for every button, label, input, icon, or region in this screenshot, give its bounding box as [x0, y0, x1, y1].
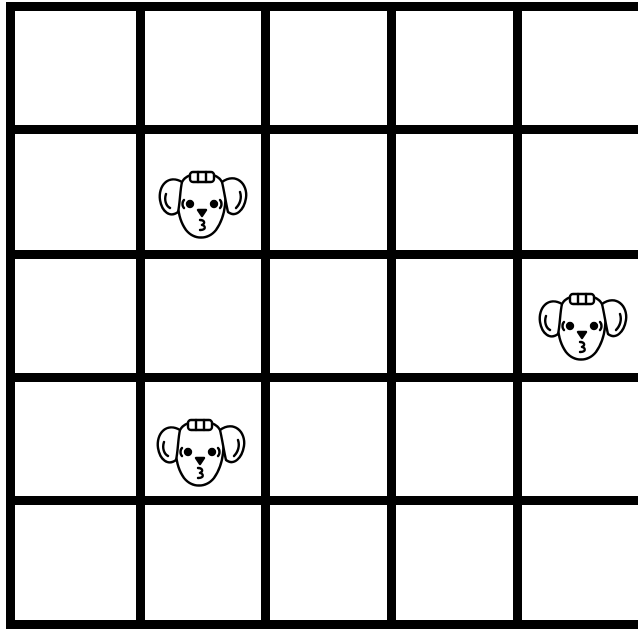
grid-line-h0	[6, 2, 638, 11]
grid-line-h1	[6, 125, 638, 134]
dog-face-icon[interactable]	[152, 408, 248, 496]
dog-face-icon[interactable]	[534, 282, 630, 370]
grid-line-v1	[136, 2, 145, 629]
grid-line-h3	[6, 373, 638, 382]
grid-line-h4	[6, 496, 638, 505]
grid-line-v0	[6, 2, 15, 629]
grid-line-h2	[6, 250, 638, 259]
grid-line-v4	[513, 2, 522, 629]
grid-line-h5	[6, 620, 638, 629]
dog-face-icon[interactable]	[154, 160, 250, 248]
grid-line-v3	[387, 2, 396, 629]
grid-line-v2	[261, 2, 270, 629]
